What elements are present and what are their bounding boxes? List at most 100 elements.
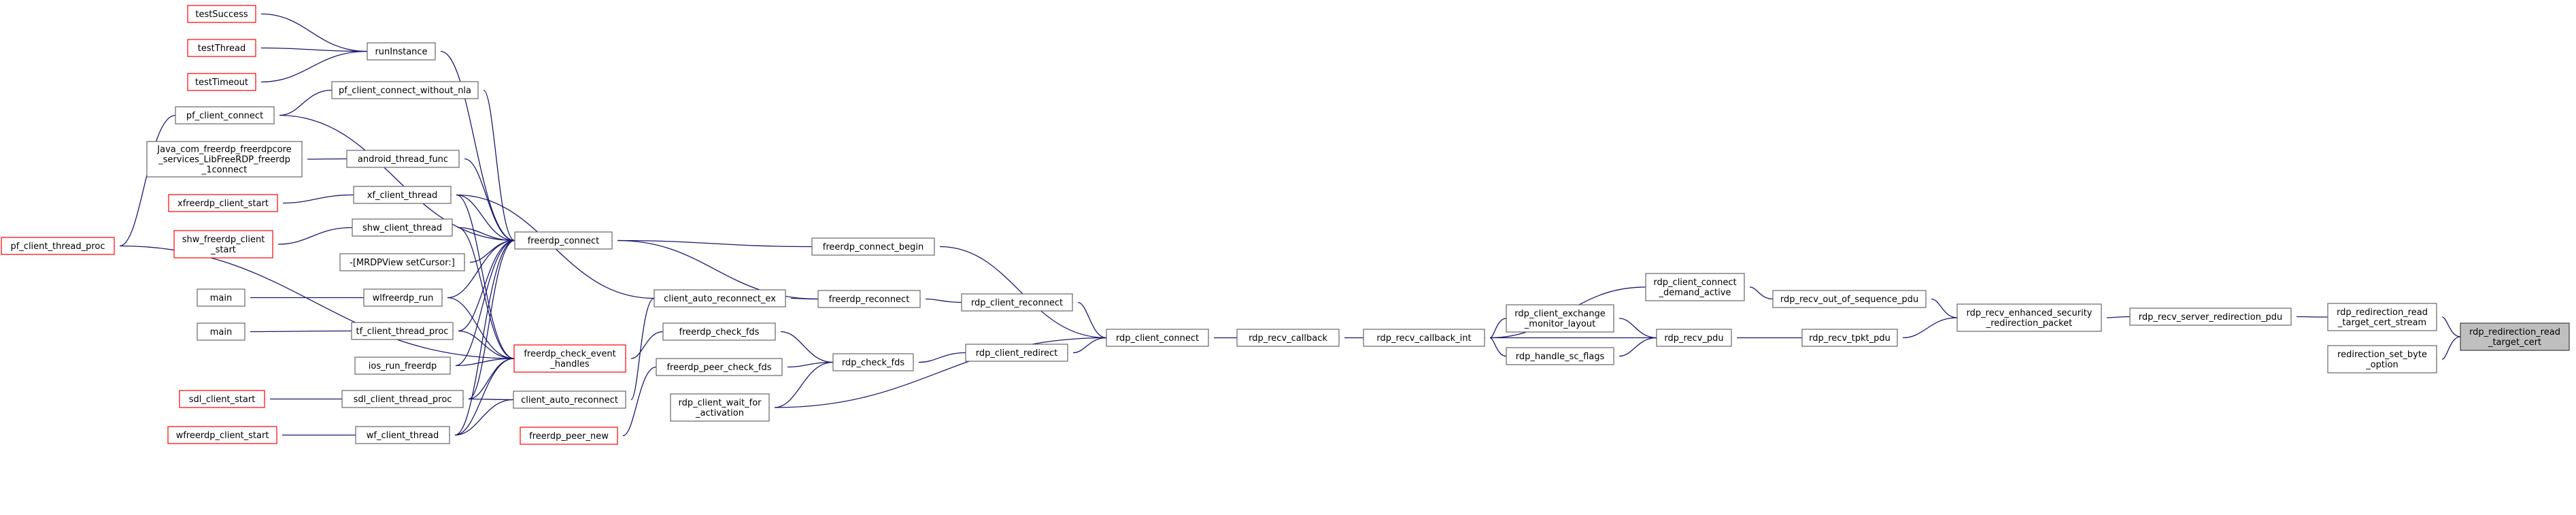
edge-pf-client-connect-to-pf-client-thread-proc bbox=[119, 114, 176, 247]
node-box bbox=[346, 150, 460, 168]
edge-freerdp-connect-to-ios-run-freerdp bbox=[455, 239, 515, 367]
node-box bbox=[1506, 304, 1614, 333]
node-box bbox=[1, 237, 115, 255]
node-xf-client-thread[interactable]: xf_client_thread bbox=[353, 186, 452, 204]
node-label: client_auto_reconnect_ex bbox=[664, 294, 776, 304]
node-box bbox=[520, 427, 618, 445]
node-label: rdp_handle_sc_flags bbox=[1516, 352, 1605, 362]
node-pf-client-connect[interactable]: pf_client_connect bbox=[175, 106, 275, 124]
node-sdl-client-start[interactable]: sdl_client_start bbox=[179, 390, 265, 408]
node-rdp-handle-sc-flags[interactable]: rdp_handle_sc_flags bbox=[1506, 347, 1614, 365]
node-label: sdl_client_start bbox=[189, 395, 256, 405]
edge-shw-client-thread-to-shw-freerdp-client-start bbox=[277, 227, 353, 245]
node-rdp-recv-callback[interactable]: rdp_recv_callback bbox=[1236, 329, 1340, 347]
node-client-auto-reconnect-ex[interactable]: client_auto_reconnect_ex bbox=[654, 289, 786, 308]
node-rdp-recv-callback-int[interactable]: rdp_recv_callback_int bbox=[1363, 329, 1485, 347]
node-label: rdp_redirection_read bbox=[2469, 327, 2560, 337]
edge-freerdp-connect-to-pf-client-connect-without-nla bbox=[483, 89, 515, 242]
node-pf-client-thread-proc[interactable]: pf_client_thread_proc bbox=[1, 237, 115, 255]
node-client-auto-reconnect[interactable]: client_auto_reconnect bbox=[513, 391, 626, 409]
node-label: shw_freerdp_client bbox=[182, 235, 265, 245]
node-label: freerdp_connect_begin bbox=[823, 242, 923, 252]
node-box bbox=[1956, 303, 2102, 332]
node-label: testThread bbox=[198, 44, 245, 54]
node-rdp-redirection-read-target-cert-stream[interactable]: rdp_redirection_read_target_cert_stream bbox=[2327, 303, 2437, 331]
node-freerdp-reconnect[interactable]: freerdp_reconnect bbox=[817, 290, 921, 308]
node-label: rdp_redirection_read bbox=[2337, 308, 2428, 318]
node-box bbox=[2129, 308, 2292, 326]
node-ios-run-freerdp[interactable]: ios_run_freerdp bbox=[354, 356, 451, 375]
node-box bbox=[197, 288, 245, 307]
node-shw-client-thread[interactable]: shw_client_thread bbox=[352, 218, 453, 237]
node-label: wfreerdp_client_start bbox=[176, 431, 269, 441]
node-testThread[interactable]: testThread bbox=[187, 39, 256, 57]
node-testSuccess[interactable]: testSuccess bbox=[187, 5, 256, 23]
node-runInstance[interactable]: runInstance bbox=[367, 42, 436, 61]
node-freerdp-connect-begin[interactable]: freerdp_connect_begin bbox=[811, 237, 935, 256]
edge-freerdp-connect-begin-to-freerdp-connect bbox=[617, 239, 813, 248]
node-freerdp-connect[interactable]: freerdp_connect bbox=[514, 231, 613, 250]
node-rdp-recv-tpkt-pdu[interactable]: rdp_recv_tpkt_pdu bbox=[1801, 329, 1898, 347]
edge-rdp-redirection-read-target-cert-stream-to-rdp-recv-server-redirection-pdu bbox=[2296, 316, 2328, 318]
node-freerdp-check-event-handles[interactable]: freerdp_check_event_handles bbox=[513, 344, 626, 373]
node-main1[interactable]: main bbox=[197, 288, 245, 307]
edge-rdp-handle-sc-flags-to-rdp-recv-callback-int bbox=[1489, 337, 1507, 357]
edge-freerdp-connect-to-runInstance bbox=[440, 50, 515, 242]
node-rdp-recv-server-redirection-pdu[interactable]: rdp_recv_server_redirection_pdu bbox=[2129, 308, 2292, 326]
node-wfreerdp-client-start[interactable]: wfreerdp_client_start bbox=[167, 426, 277, 444]
node-freerdp-check-fds[interactable]: freerdp_check_fds bbox=[662, 322, 776, 341]
node-rdp-recv-pdu[interactable]: rdp_recv_pdu bbox=[1656, 329, 1732, 347]
edge-rdp-check-fds-to-rdp-client-wait-for-activation bbox=[774, 361, 834, 408]
node-rdp-recv-out-of-sequence-pdu[interactable]: rdp_recv_out_of_sequence_pdu bbox=[1772, 290, 1927, 308]
node-android-thread-func[interactable]: android_thread_func bbox=[346, 150, 460, 168]
edge-freerdp-connect-to-wf-client-thread bbox=[454, 239, 515, 436]
node-label: rdp_client_connect bbox=[1116, 333, 1199, 344]
node-java-connect[interactable]: Java_com_freerdp_freerdpcore_services_Li… bbox=[146, 141, 303, 178]
node-tf-client-thread-proc[interactable]: tf_client_thread_proc bbox=[351, 322, 454, 340]
node-wlfreerdp-run[interactable]: wlfreerdp_run bbox=[363, 288, 443, 307]
node-box bbox=[146, 141, 303, 178]
node-shw-freerdp-client-start[interactable]: shw_freerdp_client_start bbox=[173, 230, 273, 259]
node-rdp-recv-enhanced-security-redirection-packet[interactable]: rdp_recv_enhanced_security_redirection_p… bbox=[1956, 303, 2102, 332]
node-box bbox=[367, 42, 436, 61]
node-rdp-client-reconnect[interactable]: rdp_client_reconnect bbox=[961, 293, 1073, 312]
node-rdp-client-exchange-monitor-layout[interactable]: rdp_client_exchange_monitor_layout bbox=[1506, 304, 1614, 333]
node-label: tf_client_thread_proc bbox=[356, 327, 449, 337]
node-box bbox=[339, 253, 465, 271]
node-xfreerdp-client-start[interactable]: xfreerdp_client_start bbox=[168, 194, 278, 212]
node-pf-client-connect-without-nla[interactable]: pf_client_connect_without_nla bbox=[331, 81, 479, 99]
node-label: _services_LibFreeRDP_freerdp bbox=[158, 155, 290, 165]
edge-runInstance-to-testThread bbox=[260, 47, 368, 52]
node-label: _start bbox=[210, 245, 236, 255]
node-rdp-check-fds[interactable]: rdp_check_fds bbox=[832, 353, 914, 371]
edge-client-auto-reconnect-ex-to-client-auto-reconnect bbox=[630, 297, 655, 401]
edge-rdp-client-connect-to-freerdp-connect-begin bbox=[939, 246, 1107, 339]
edge-rdp-check-fds-to-freerdp-peer-check-fds bbox=[787, 361, 834, 368]
node-testTimeout[interactable]: testTimeout bbox=[187, 73, 256, 91]
node-label: rdp_recv_callback_int bbox=[1376, 333, 1471, 344]
node-sdl-client-thread-proc[interactable]: sdl_client_thread_proc bbox=[341, 390, 464, 408]
node-box bbox=[175, 106, 275, 124]
node-label: testSuccess bbox=[195, 10, 248, 20]
node-freerdp-peer-new[interactable]: freerdp_peer_new bbox=[520, 427, 618, 445]
edge-freerdp-check-event-handles-to-ios-run-freerdp bbox=[455, 358, 515, 367]
node-label: rdp_recv_enhanced_security bbox=[1966, 308, 2092, 318]
node-box bbox=[965, 344, 1068, 362]
node-mrdpview[interactable]: -[MRDPView setCursor:] bbox=[339, 253, 465, 271]
node-rdp-client-wait-for-activation[interactable]: rdp_client_wait_for_activation bbox=[670, 393, 770, 422]
node-label: _handles bbox=[549, 359, 590, 369]
edge-client-auto-reconnect-to-wf-client-thread bbox=[454, 399, 514, 436]
node-box bbox=[2327, 303, 2437, 331]
edge-freerdp-connect-to-sdl-client-thread-proc bbox=[468, 239, 515, 400]
node-freerdp-peer-check-fds[interactable]: freerdp_peer_check_fds bbox=[656, 358, 783, 376]
node-rdp-client-connect-demand-active[interactable]: rdp_client_connect_demand_active bbox=[1645, 273, 1745, 301]
node-label: _demand_active bbox=[1659, 288, 1731, 298]
node-rdp-client-redirect[interactable]: rdp_client_redirect bbox=[965, 344, 1068, 362]
node-rdp-client-connect[interactable]: rdp_client_connect bbox=[1106, 329, 1209, 347]
node-main2[interactable]: main bbox=[197, 322, 245, 341]
edge-rdp-client-connect-to-rdp-client-redirect bbox=[1072, 337, 1107, 354]
node-rdp-redirection-read-target-cert[interactable]: rdp_redirection_read_target_cert bbox=[2460, 322, 2570, 351]
node-wf-client-thread[interactable]: wf_client_thread bbox=[355, 426, 450, 444]
node-redirection-set-byte-option[interactable]: redirection_set_byte_option bbox=[2327, 345, 2437, 373]
node-label: freerdp_check_event bbox=[524, 349, 615, 359]
